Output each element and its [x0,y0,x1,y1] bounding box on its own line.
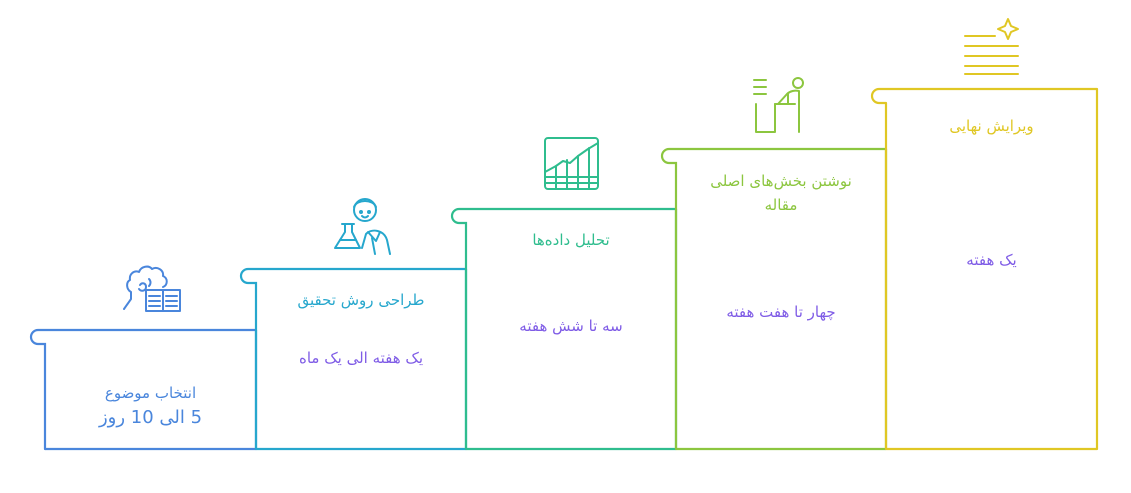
step-5-title: ویرایش نهایی [949,117,1034,135]
step-1-duration: 5 الی 10 روز [98,407,203,428]
step-3-duration: سه تا شش هفته [519,317,623,335]
person-reading-book-icon [123,265,181,312]
step-1-title: انتخاب موضوع [104,384,197,402]
step-4-panel [660,147,888,451]
writing-at-desk-icon [753,77,804,133]
step-5-duration: یک هفته [966,251,1017,269]
step-4-title-line-2: مقاله [764,196,798,214]
sparkle-lines-icon [964,18,1019,75]
step-1-panel [29,328,258,451]
step-2-panel [239,267,468,451]
step-2-title: طراحی روش تحقیق [297,291,425,309]
scientist-with-flask-icon [334,198,391,255]
step-3-title: تحلیل داده‌ها [532,231,610,249]
step-4-duration: چهار تا هفت هفته [726,303,836,321]
spreadsheet-chart-icon [544,137,599,190]
step-4-title-line-1: نوشتن بخش‌های اصلی [710,172,852,190]
step-5-panel [870,87,1099,451]
step-3-panel [450,207,678,451]
step-2-duration: یک هفته الی یک ماه [298,349,424,367]
